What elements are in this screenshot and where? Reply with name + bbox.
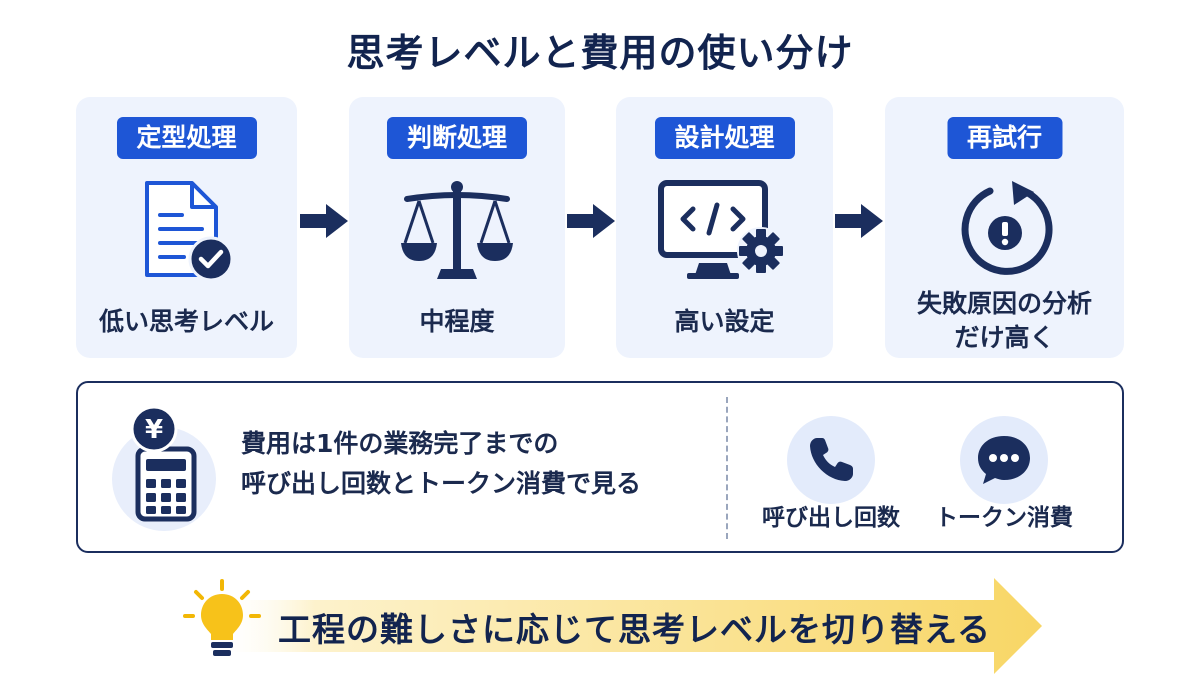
code-monitor-gear-icon xyxy=(655,179,795,287)
lightbulb-icon xyxy=(182,578,262,666)
document-check-icon xyxy=(132,179,242,287)
yen-symbol: ¥ xyxy=(145,415,163,445)
cost-line-1: 費用は1件の業務完了までの xyxy=(241,429,559,458)
step-label: 設計処理 xyxy=(654,117,795,159)
step-card-design: 設計処理 xyxy=(616,97,833,358)
divider xyxy=(726,397,728,539)
step-caption: 低い思考レベル xyxy=(98,307,274,336)
arrow-right-icon xyxy=(833,201,885,245)
page-title: 思考レベルと費用の使い分け xyxy=(346,31,854,75)
step-label: 定型処理 xyxy=(116,117,257,159)
cost-line-2: 呼び出し回数とトークン消費で見る xyxy=(241,469,642,498)
guidance-banner xyxy=(176,576,1046,680)
step-label: 再試行 xyxy=(946,117,1063,159)
chat-bubble-icon xyxy=(960,416,1048,508)
metric-label-calls: 呼び出し回数 xyxy=(762,505,900,531)
step-label: 判断処理 xyxy=(386,117,528,159)
calculator-yen-icon: ¥ xyxy=(106,405,218,539)
balance-scale-icon xyxy=(397,177,517,291)
step-card-routine: 定型処理 低い思考レベル xyxy=(76,97,297,358)
step-caption-line-1: 失敗原因の分析 xyxy=(916,289,1092,318)
banner-text: 工程の難しさに応じて思考レベルを切り替える xyxy=(278,610,992,649)
step-caption: 高い設定 xyxy=(674,307,775,336)
step-card-retry: 再試行 失敗原因の分析 だけ高く xyxy=(885,97,1124,358)
arrow-right-icon xyxy=(298,201,350,245)
cost-description: 費用は1件の業務完了までの 呼び出し回数とトークン消費で見る xyxy=(241,424,641,504)
step-caption: 中程度 xyxy=(419,307,495,336)
step-caption-line-2: だけ高く xyxy=(954,323,1055,352)
phone-icon xyxy=(787,416,875,508)
cost-summary-box: ¥ 費用は1件の業務完了までの 呼び出し回数とトークン消費で見る 呼び出し回数 … xyxy=(76,381,1124,553)
step-card-judgement: 判断処理 中程度 xyxy=(349,97,565,358)
metric-label-tokens: トークン消費 xyxy=(935,505,1073,531)
arrow-right-icon xyxy=(565,201,617,245)
retry-alert-icon xyxy=(950,177,1060,287)
